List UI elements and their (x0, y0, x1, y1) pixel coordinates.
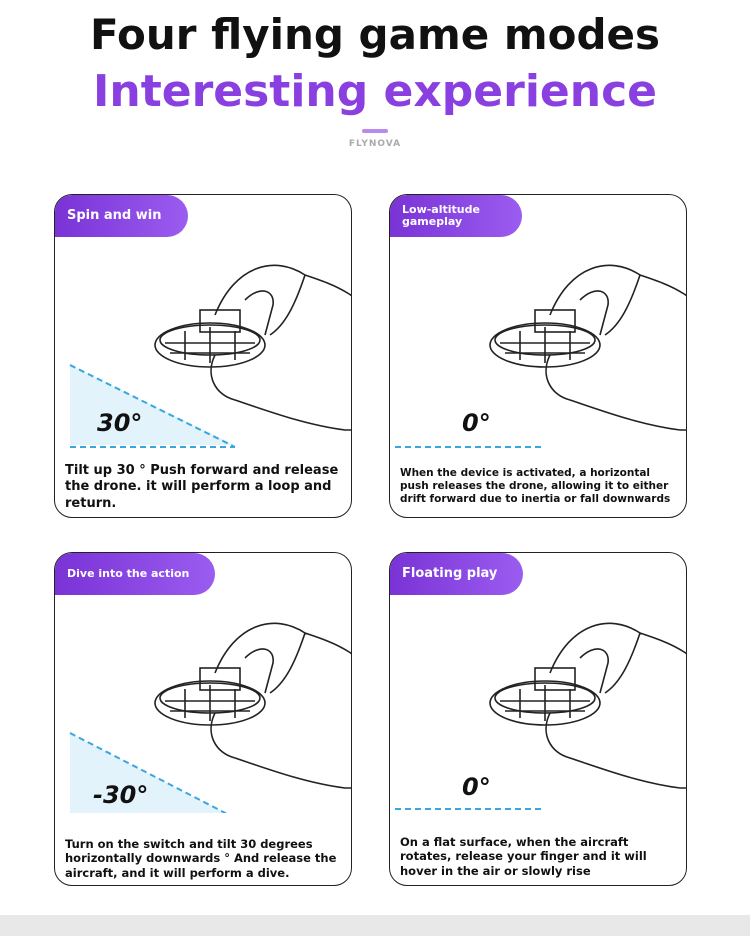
mode-card-spin: Spin and win 30° Tilt up 30 ° Push forwa… (54, 194, 352, 518)
drone-hand-drawing (95, 583, 351, 817)
hand-drone-illustration (390, 583, 686, 813)
drone-hand-drawing (95, 225, 351, 459)
hand-drone-illustration (55, 225, 351, 455)
hand-drone-illustration (55, 583, 351, 819)
drone-hand-drawing (430, 583, 686, 817)
mode-description: On a flat surface, when the aircraft rot… (400, 835, 647, 878)
mode-card-low-altitude: Low-altitude gameplay 0° When the device… (389, 194, 687, 518)
mode-tag: Spin and win (55, 195, 188, 237)
angle-label: 30° (97, 409, 143, 437)
drone-hand-drawing (430, 225, 686, 459)
brand-label: FLYNOVA (348, 139, 402, 149)
hand-drone-illustration (390, 225, 686, 455)
footer-bar (0, 915, 750, 936)
divider (362, 129, 388, 133)
mode-tag: Floating play (390, 553, 524, 595)
mode-tag: Low-altitude gameplay (390, 195, 522, 237)
angle-label: 0° (462, 773, 491, 801)
mode-tag: Dive into the action (55, 553, 216, 595)
mode-card-dive: Dive into the action -30° Turn on the sw… (54, 552, 352, 886)
angle-label: 0° (462, 409, 491, 437)
mode-description: Turn on the switch and tilt 30 degrees h… (65, 837, 337, 880)
mode-card-floating: Floating play 0° On a flat surface, when… (389, 552, 687, 886)
page-subtitle: Interesting experience (93, 66, 657, 117)
mode-description: Tilt up 30 ° Push forward and release th… (65, 463, 339, 511)
mode-description: When the device is activated, a horizont… (400, 467, 671, 506)
angle-label: -30° (93, 781, 149, 809)
page-title: Four flying game modes (89, 10, 660, 59)
